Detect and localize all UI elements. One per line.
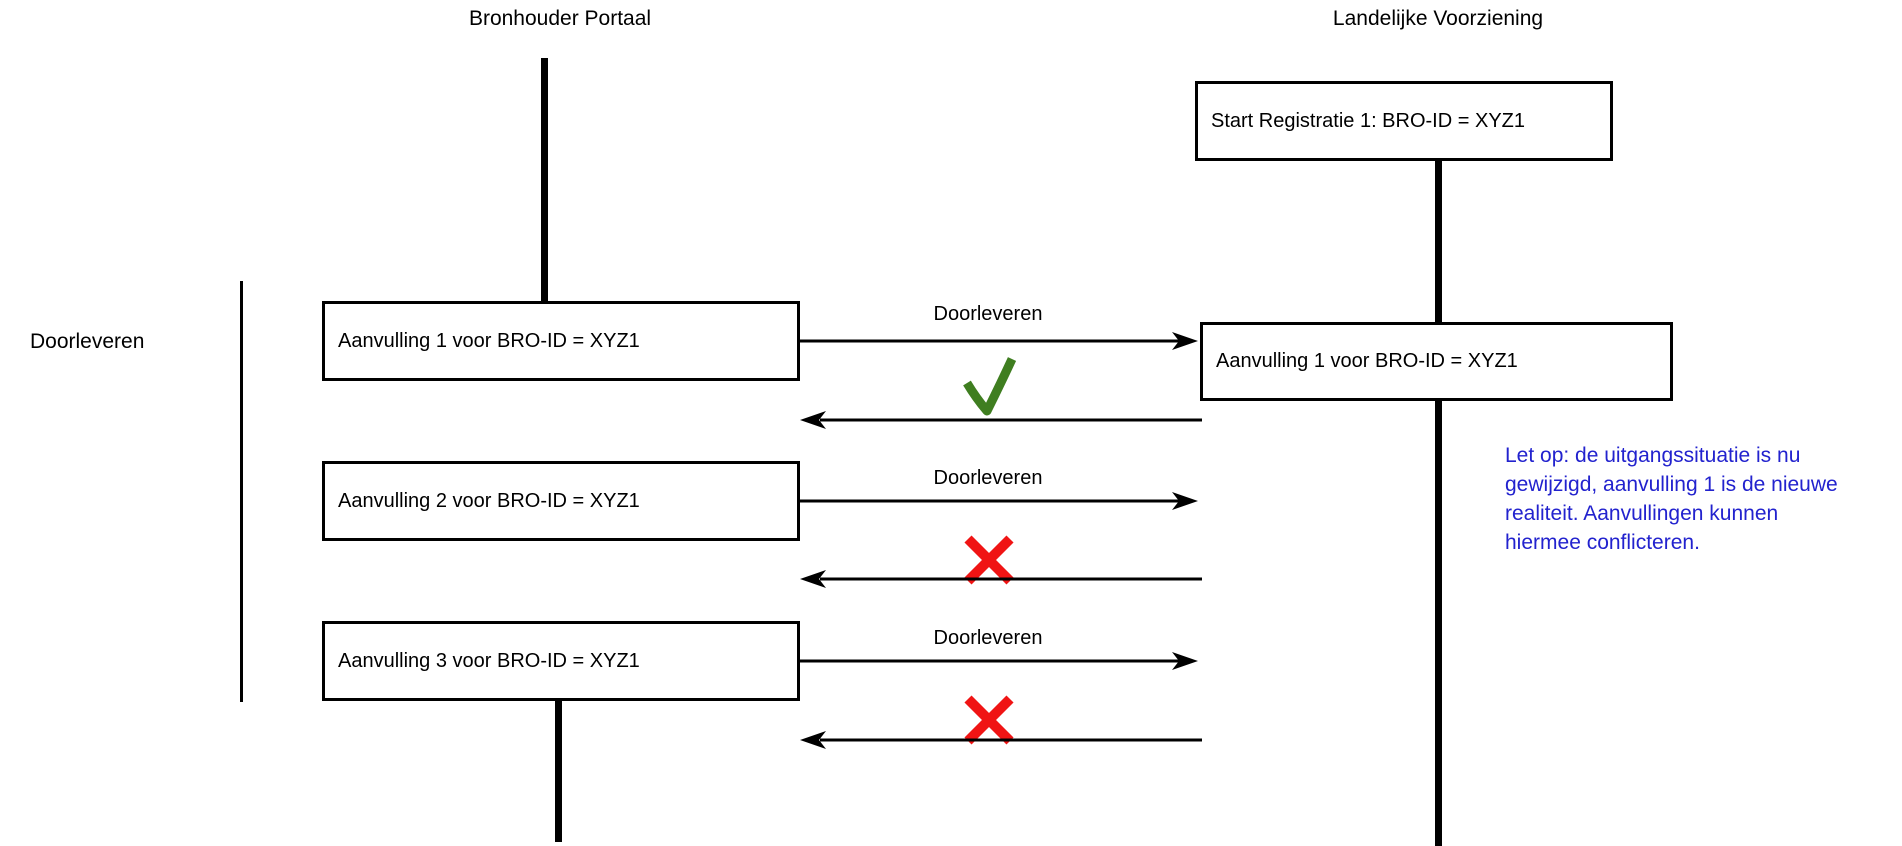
arrow-label-doorleveren-1: Doorleveren (933, 303, 1043, 325)
received-aanvulling-box: Aanvulling 1 voor BRO-ID = XYZ1 (1200, 322, 1673, 401)
start-registratie-box: Start Registratie 1: BRO-ID = XYZ1 (1195, 81, 1613, 161)
arrow-label-doorleveren-3: Doorleveren (933, 627, 1043, 649)
warning-note-line: Let op: de uitgangssituatie is nu (1505, 444, 1801, 467)
arrow-label-doorleveren-2: Doorleveren (933, 467, 1043, 489)
lifeline-landelijke-voorziening (1435, 158, 1442, 846)
forward-arrow-1 (800, 332, 1198, 350)
group-label-doorleveren: Doorleveren (30, 330, 145, 353)
forward-arrow-3 (800, 652, 1198, 670)
lifeline-bronhouder-bottom-segment (555, 699, 562, 842)
aanvulling-2-box: Aanvulling 2 voor BRO-ID = XYZ1 (322, 461, 800, 541)
warning-note: Let op: de uitgangssituatie is nu gewijz… (1505, 441, 1902, 557)
forward-arrow-2 (800, 492, 1198, 510)
warning-note-line: hiermee conflicteren. (1505, 531, 1700, 554)
lifeline-title-bronhouder-portaal: Bronhouder Portaal (468, 7, 652, 30)
aanvulling-3-box: Aanvulling 3 voor BRO-ID = XYZ1 (322, 621, 800, 701)
lifeline-bronhouder-top-segment (541, 58, 548, 301)
cross-icon (964, 695, 1014, 745)
return-arrow-1 (800, 411, 1202, 429)
aanvulling-1-box: Aanvulling 1 voor BRO-ID = XYZ1 (322, 301, 800, 381)
warning-note-line: gewijzigd, aanvulling 1 is de nieuwe (1505, 473, 1838, 496)
cross-icon (964, 535, 1014, 585)
group-bracket-line (240, 281, 243, 702)
warning-note-line: realiteit. Aanvullingen kunnen (1505, 502, 1779, 525)
checkmark-icon (963, 357, 1016, 416)
aanvulling-2-text: Aanvulling 2 voor BRO-ID = XYZ1 (338, 489, 640, 512)
aanvulling-1-text: Aanvulling 1 voor BRO-ID = XYZ1 (338, 329, 640, 352)
received-aanvulling-text: Aanvulling 1 voor BRO-ID = XYZ1 (1216, 350, 1518, 372)
start-registratie-text: Start Registratie 1: BRO-ID = XYZ1 (1211, 109, 1525, 132)
lifeline-title-landelijke-voorziening: Landelijke Voorziening (1332, 7, 1544, 30)
return-arrow-3 (800, 731, 1202, 749)
aanvulling-3-text: Aanvulling 3 voor BRO-ID = XYZ1 (338, 649, 640, 672)
return-arrow-2 (800, 570, 1202, 588)
